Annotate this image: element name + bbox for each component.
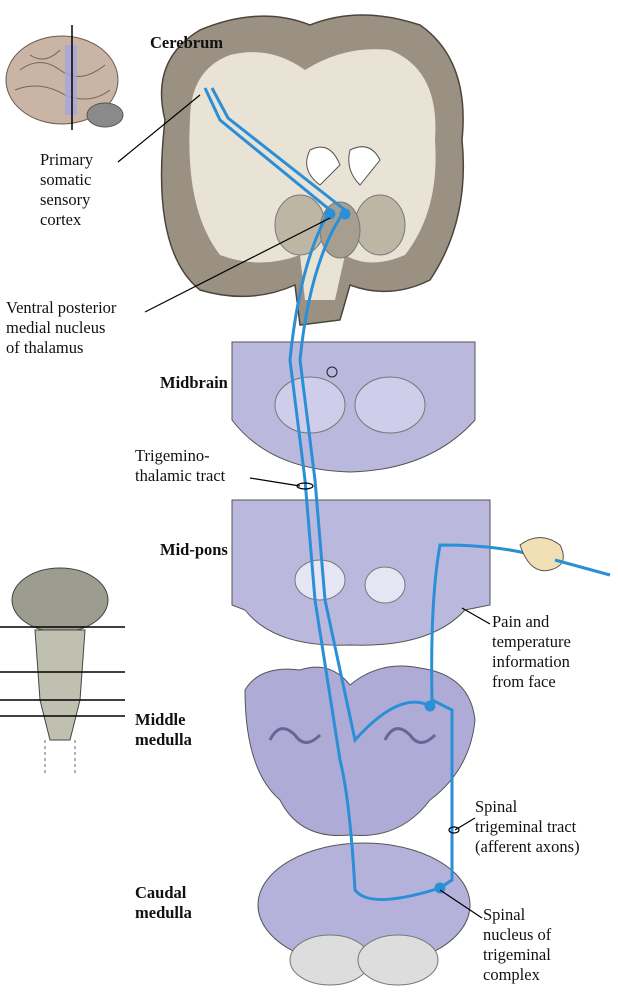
caudal-medulla-section <box>257 842 471 986</box>
label-cerebrum: Cerebrum <box>150 33 224 52</box>
mid-pons-section <box>231 499 491 646</box>
middle-medulla-section <box>244 665 476 837</box>
label-mid-pons: Mid-pons <box>160 540 228 559</box>
label-caudal-medulla: Caudal medulla <box>135 883 192 922</box>
brainstem-thumbnail <box>0 567 125 775</box>
label-spinal-nucleus: Spinal nucleus of trigeminal complex <box>483 905 552 984</box>
label-vpm-thalamus: Ventral posterior medial nucleus of thal… <box>6 298 117 357</box>
label-spinal-trigeminal-tract: Spinal trigeminal tract (afferent axons) <box>475 797 580 856</box>
leader-lines <box>117 94 491 919</box>
label-pain-temperature: Pain and temperature information from fa… <box>492 612 571 691</box>
cerebrum-section <box>160 14 465 326</box>
lateral-brain-thumbnail <box>5 25 124 130</box>
midbrain-section <box>231 341 476 473</box>
trigeminal-ganglion <box>519 537 611 577</box>
label-trigeminothalamic-tract: Trigemino- thalamic tract <box>135 446 226 485</box>
label-primary-somatic-sensory-cortex: Primary somatic sensory cortex <box>40 150 94 229</box>
label-midbrain: Midbrain <box>160 373 228 392</box>
label-middle-medulla: Middle medulla <box>135 710 192 749</box>
